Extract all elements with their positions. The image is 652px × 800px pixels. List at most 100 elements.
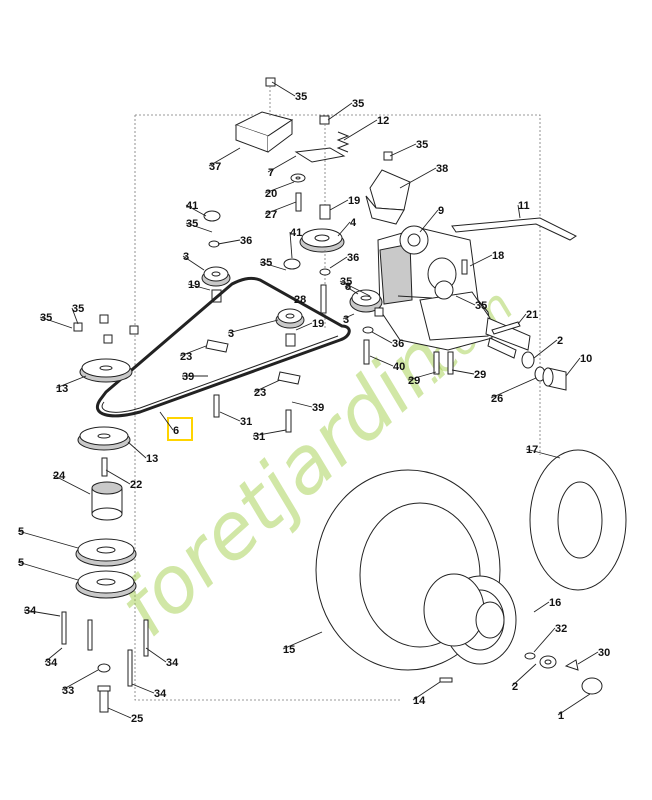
callout-label-14: 14 — [413, 695, 426, 707]
callout-label-40: 40 — [393, 361, 405, 373]
blade-plate-5-upper — [75, 538, 137, 567]
callout-leader-line — [369, 355, 394, 367]
callout-label-2: 2 — [557, 335, 563, 347]
pulley-transaxle — [349, 289, 383, 313]
highlight-box — [167, 417, 193, 441]
callout-leader-line — [451, 369, 475, 375]
callout-leader-line — [533, 627, 556, 653]
callout-leader-line — [557, 693, 591, 716]
pulley-13-lower — [77, 426, 131, 451]
callout-leader-line — [253, 379, 281, 393]
callout-leader-line — [182, 255, 205, 271]
idler-pulley-4 — [299, 228, 345, 253]
key-21 — [491, 321, 521, 335]
washer-36-right — [362, 326, 374, 334]
callout-label-3: 3 — [183, 251, 189, 263]
callout-leader-line — [293, 298, 307, 307]
callout-label-24: 24 — [53, 470, 66, 482]
callout-label-35: 35 — [475, 300, 487, 312]
callout-leader-line — [131, 683, 155, 694]
callout-label-8: 8 — [345, 281, 351, 293]
key-22 — [101, 457, 108, 477]
callout-label-35: 35 — [295, 91, 307, 103]
callout-label-2: 2 — [512, 681, 518, 693]
callout-leader-line — [533, 339, 558, 359]
cap-1 — [581, 677, 603, 695]
bolt-31-left — [213, 394, 220, 418]
callout-label-35: 35 — [352, 98, 364, 110]
callout-label-11: 11 — [518, 200, 530, 212]
washer-20 — [290, 173, 306, 183]
callout-leader-line — [412, 681, 441, 701]
callout-label-35: 35 — [72, 303, 84, 315]
callout-label-27: 27 — [265, 209, 277, 221]
callout-label-13: 13 — [146, 453, 158, 465]
callout-leader-line — [371, 331, 393, 344]
callout-leader-line — [264, 201, 297, 215]
callout-label-35: 35 — [186, 218, 198, 230]
callout-label-39: 39 — [182, 371, 194, 383]
callout-leader-line — [208, 147, 241, 167]
callout-label-37: 37 — [209, 161, 221, 173]
callout-leader-line — [267, 155, 297, 173]
callout-leader-line — [342, 313, 355, 320]
nut-35-upper — [319, 115, 330, 205]
callout-leader-line — [291, 401, 313, 408]
assembly-frame — [134, 114, 541, 701]
callout-leader-line — [511, 663, 537, 687]
callout-label-33: 33 — [62, 685, 74, 697]
spacer-19-center — [285, 333, 296, 347]
callout-leader-line — [389, 143, 417, 157]
callout-label-6: 6 — [173, 425, 179, 437]
callout-leader-line — [407, 371, 437, 381]
callout-leader-line — [61, 669, 99, 691]
callout-label-16: 16 — [549, 597, 561, 609]
callout-label-35: 35 — [416, 139, 428, 151]
callout-label-15: 15 — [283, 644, 295, 656]
callout-label-30: 30 — [598, 647, 610, 659]
bolts-34 — [61, 611, 149, 687]
callout-label-35: 35 — [40, 312, 52, 324]
spacer-19 — [319, 204, 331, 220]
washer-2-axle — [521, 351, 535, 369]
callout-leader-line — [217, 239, 241, 245]
drive-belt-6 — [96, 276, 351, 418]
callout-label-22: 22 — [130, 479, 142, 491]
callout-leader-line — [185, 222, 213, 233]
callout-label-4: 4 — [350, 217, 357, 229]
callout-label-23: 23 — [180, 351, 192, 363]
spring-12 — [336, 131, 350, 153]
callout-label-10: 10 — [580, 353, 592, 365]
callout-label-13: 13 — [56, 383, 68, 395]
callout-leader-line — [517, 313, 527, 325]
callout-label-35: 35 — [340, 276, 352, 288]
callout-leader-line — [469, 254, 493, 267]
callout-label-5: 5 — [18, 557, 24, 569]
callout-leader-line — [329, 199, 349, 211]
callout-label-36: 36 — [347, 252, 359, 264]
callout-leader-line — [343, 119, 378, 141]
bolt-28 — [320, 284, 327, 314]
axle-shaft — [487, 337, 517, 359]
washer-36-center — [319, 268, 331, 276]
callout-label-31: 31 — [253, 431, 265, 443]
callout-leader-line — [44, 647, 63, 663]
callout-leader-line — [565, 357, 581, 377]
bolt-27 — [295, 192, 302, 212]
callout-leader-line — [490, 377, 537, 399]
callout-leader-line — [252, 429, 287, 437]
callout-leader-line — [227, 319, 279, 334]
nut-top — [265, 77, 276, 116]
bushing-10 — [542, 367, 567, 391]
callout-leader-line — [39, 316, 73, 329]
callout-label-34: 34 — [24, 605, 37, 617]
callout-label-34: 34 — [166, 657, 179, 669]
nut-35-cover — [383, 151, 393, 161]
callout-leader-line — [107, 707, 132, 719]
transaxle-housing — [377, 225, 531, 351]
callout-leader-line — [327, 102, 353, 121]
callout-leader-line — [185, 204, 207, 217]
guard-plate-37 — [234, 111, 294, 153]
